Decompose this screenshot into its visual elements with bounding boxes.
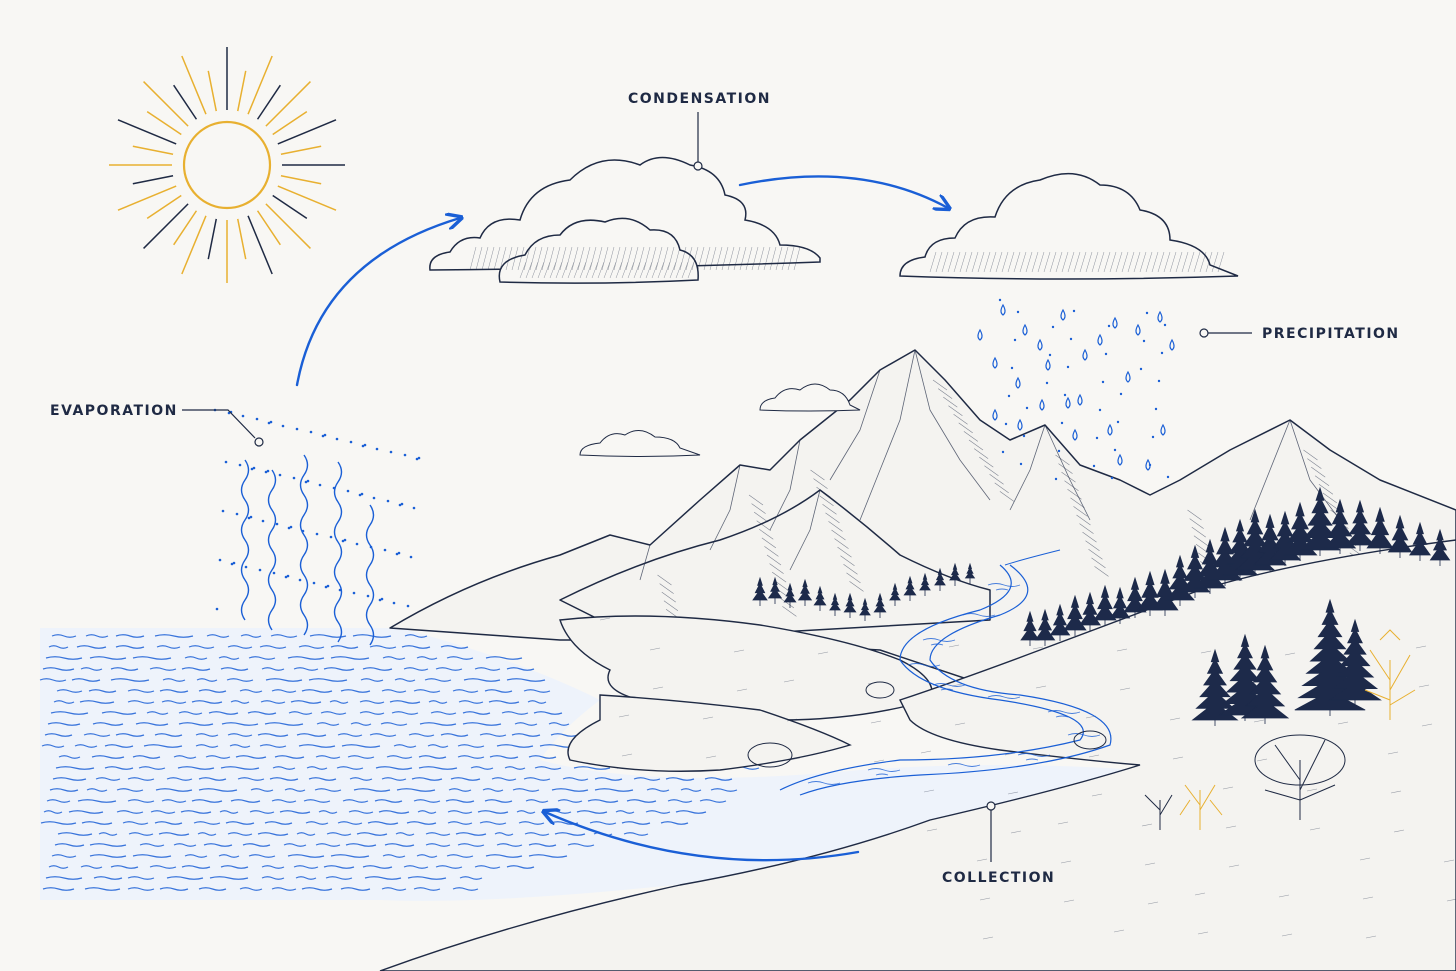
label-leaders [182,112,1252,862]
sea [39,628,1140,901]
bush-icon [747,681,1346,830]
collection-arrow [545,812,860,862]
foreground-land [379,539,1456,971]
arrow-icon [295,175,948,862]
evaporation-arrow [295,218,460,387]
evaporation-label: EVAPORATION [50,403,178,419]
pine-tree-icon [752,486,1451,726]
river [779,549,1112,796]
shrubs [747,629,1416,830]
golden-shrub-icon [1179,629,1416,830]
condensation-label: CONDENSATION [628,91,771,107]
collection-label: COLLECTION [942,870,1055,886]
cloud-icon [429,156,1239,457]
raindrop-icon [977,298,1175,481]
condensation-arrow [738,175,948,208]
precipitation-label: PRECIPITATION [1262,326,1400,342]
sun-icon [109,47,345,283]
vapor-icon [240,454,375,646]
vapor-dots [213,408,421,611]
